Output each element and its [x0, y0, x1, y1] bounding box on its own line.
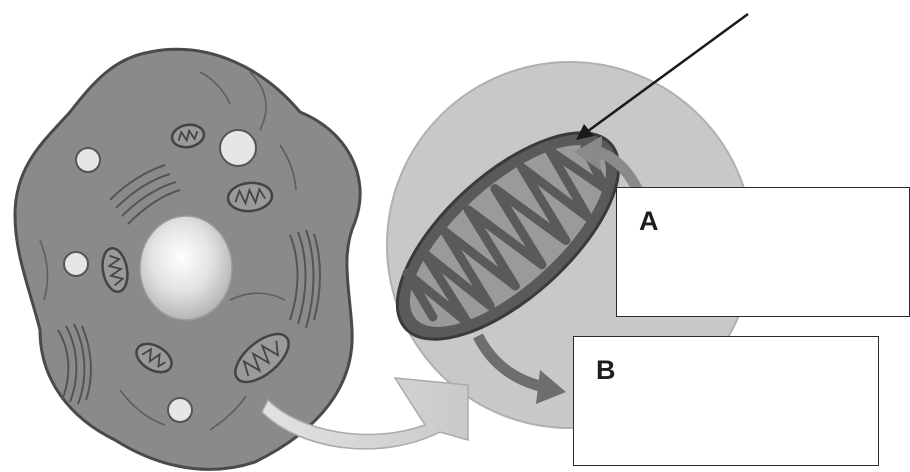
- vesicle: [220, 130, 256, 166]
- label-letter-b: B: [596, 355, 616, 386]
- vesicle: [76, 148, 100, 172]
- vesicle: [168, 398, 192, 422]
- label-box-a[interactable]: A: [616, 187, 910, 317]
- vesicle: [64, 252, 88, 276]
- label-letter-a: A: [639, 206, 659, 237]
- label-box-b[interactable]: B: [573, 336, 879, 466]
- nucleus: [140, 216, 232, 320]
